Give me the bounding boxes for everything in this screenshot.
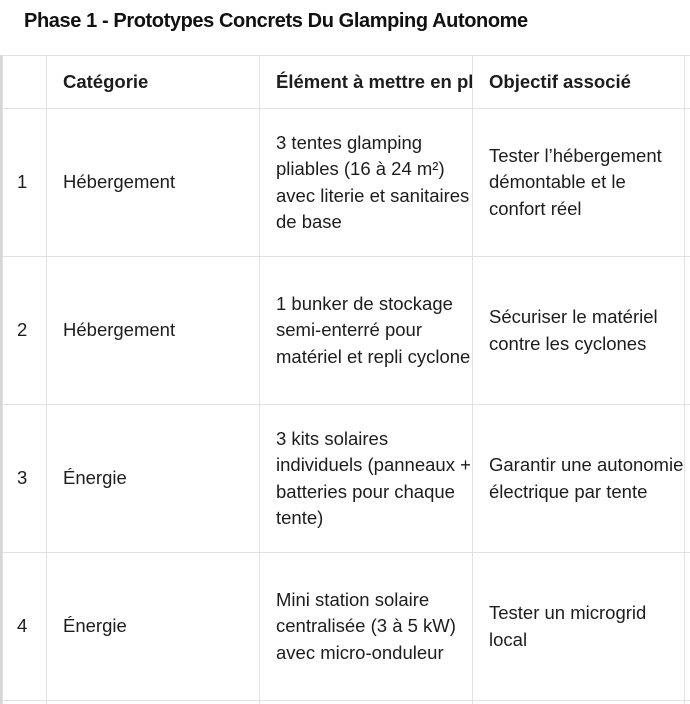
row-objective: Tester un microgrid local: [472, 552, 685, 701]
row-objective-text: Sécuriser le matériel contre les cyclone…: [489, 306, 658, 354]
partial-cell: [472, 700, 685, 704]
row-category: Énergie: [46, 552, 260, 701]
row-overflow: [684, 552, 690, 701]
row-number: 3: [2, 404, 47, 553]
row-element-text: 3 tentes glamping pliables (16 à 24 m²) …: [276, 131, 470, 233]
row-overflow: [684, 256, 690, 405]
row-number: 1: [2, 108, 47, 257]
row-overflow: [684, 404, 690, 553]
row-objective-text: Garantir une autonomie électrique par te…: [489, 454, 684, 502]
row-element-text: 3 kits solaires individuels (panneaux + …: [276, 427, 471, 529]
row-number: 4: [2, 552, 47, 701]
row-element-text: Mini station solaire centralisée (3 à 5 …: [276, 588, 456, 663]
row-element: 1 bunker de stockage semi-enterré pour m…: [259, 256, 473, 405]
row-objective-text: Tester un microgrid local: [489, 602, 647, 650]
table-row: 2 Hébergement 1 bunker de stockage semi-…: [2, 256, 690, 405]
row-objective-text: Tester l’hébergement démontable et le co…: [489, 144, 662, 219]
table-row: 4 Énergie Mini station solaire centralis…: [2, 552, 690, 701]
row-element: Mini station solaire centralisée (3 à 5 …: [259, 552, 473, 701]
row-element-text: 1 bunker de stockage semi-enterré pour m…: [276, 292, 471, 367]
partial-cell: [684, 700, 690, 704]
partial-cell: [46, 700, 260, 704]
row-element: 3 kits solaires individuels (panneaux + …: [259, 404, 473, 553]
table-row-partial: [2, 700, 690, 704]
partial-cell: [259, 700, 473, 704]
partial-cell: [2, 700, 47, 704]
row-category: Hébergement: [46, 108, 260, 257]
row-objective: Tester l’hébergement démontable et le co…: [472, 108, 685, 257]
row-element: 3 tentes glamping pliables (16 à 24 m²) …: [259, 108, 473, 257]
row-objective: Garantir une autonomie électrique par te…: [472, 404, 685, 553]
header-objective: Objectif associé: [472, 55, 685, 109]
page-title: Phase 1 - Prototypes Concrets Du Glampin…: [24, 10, 528, 32]
row-overflow: [684, 108, 690, 257]
row-objective: Sécuriser le matériel contre les cyclone…: [472, 256, 685, 405]
table-header-row: Catégorie Élément à mettre en place Obje…: [2, 55, 690, 109]
row-category: Hébergement: [46, 256, 260, 405]
header-index: [2, 55, 47, 109]
header-category: Catégorie: [46, 55, 260, 109]
table-row: 3 Énergie 3 kits solaires individuels (p…: [2, 404, 690, 553]
table-container[interactable]: Catégorie Élément à mettre en place Obje…: [0, 55, 690, 704]
row-number: 2: [2, 256, 47, 405]
prototypes-table: Catégorie Élément à mettre en place Obje…: [2, 55, 690, 704]
header-element: Élément à mettre en place: [259, 55, 473, 109]
table-row: 1 Hébergement 3 tentes glamping pliables…: [2, 108, 690, 257]
row-category: Énergie: [46, 404, 260, 553]
header-overflow: [684, 55, 690, 109]
